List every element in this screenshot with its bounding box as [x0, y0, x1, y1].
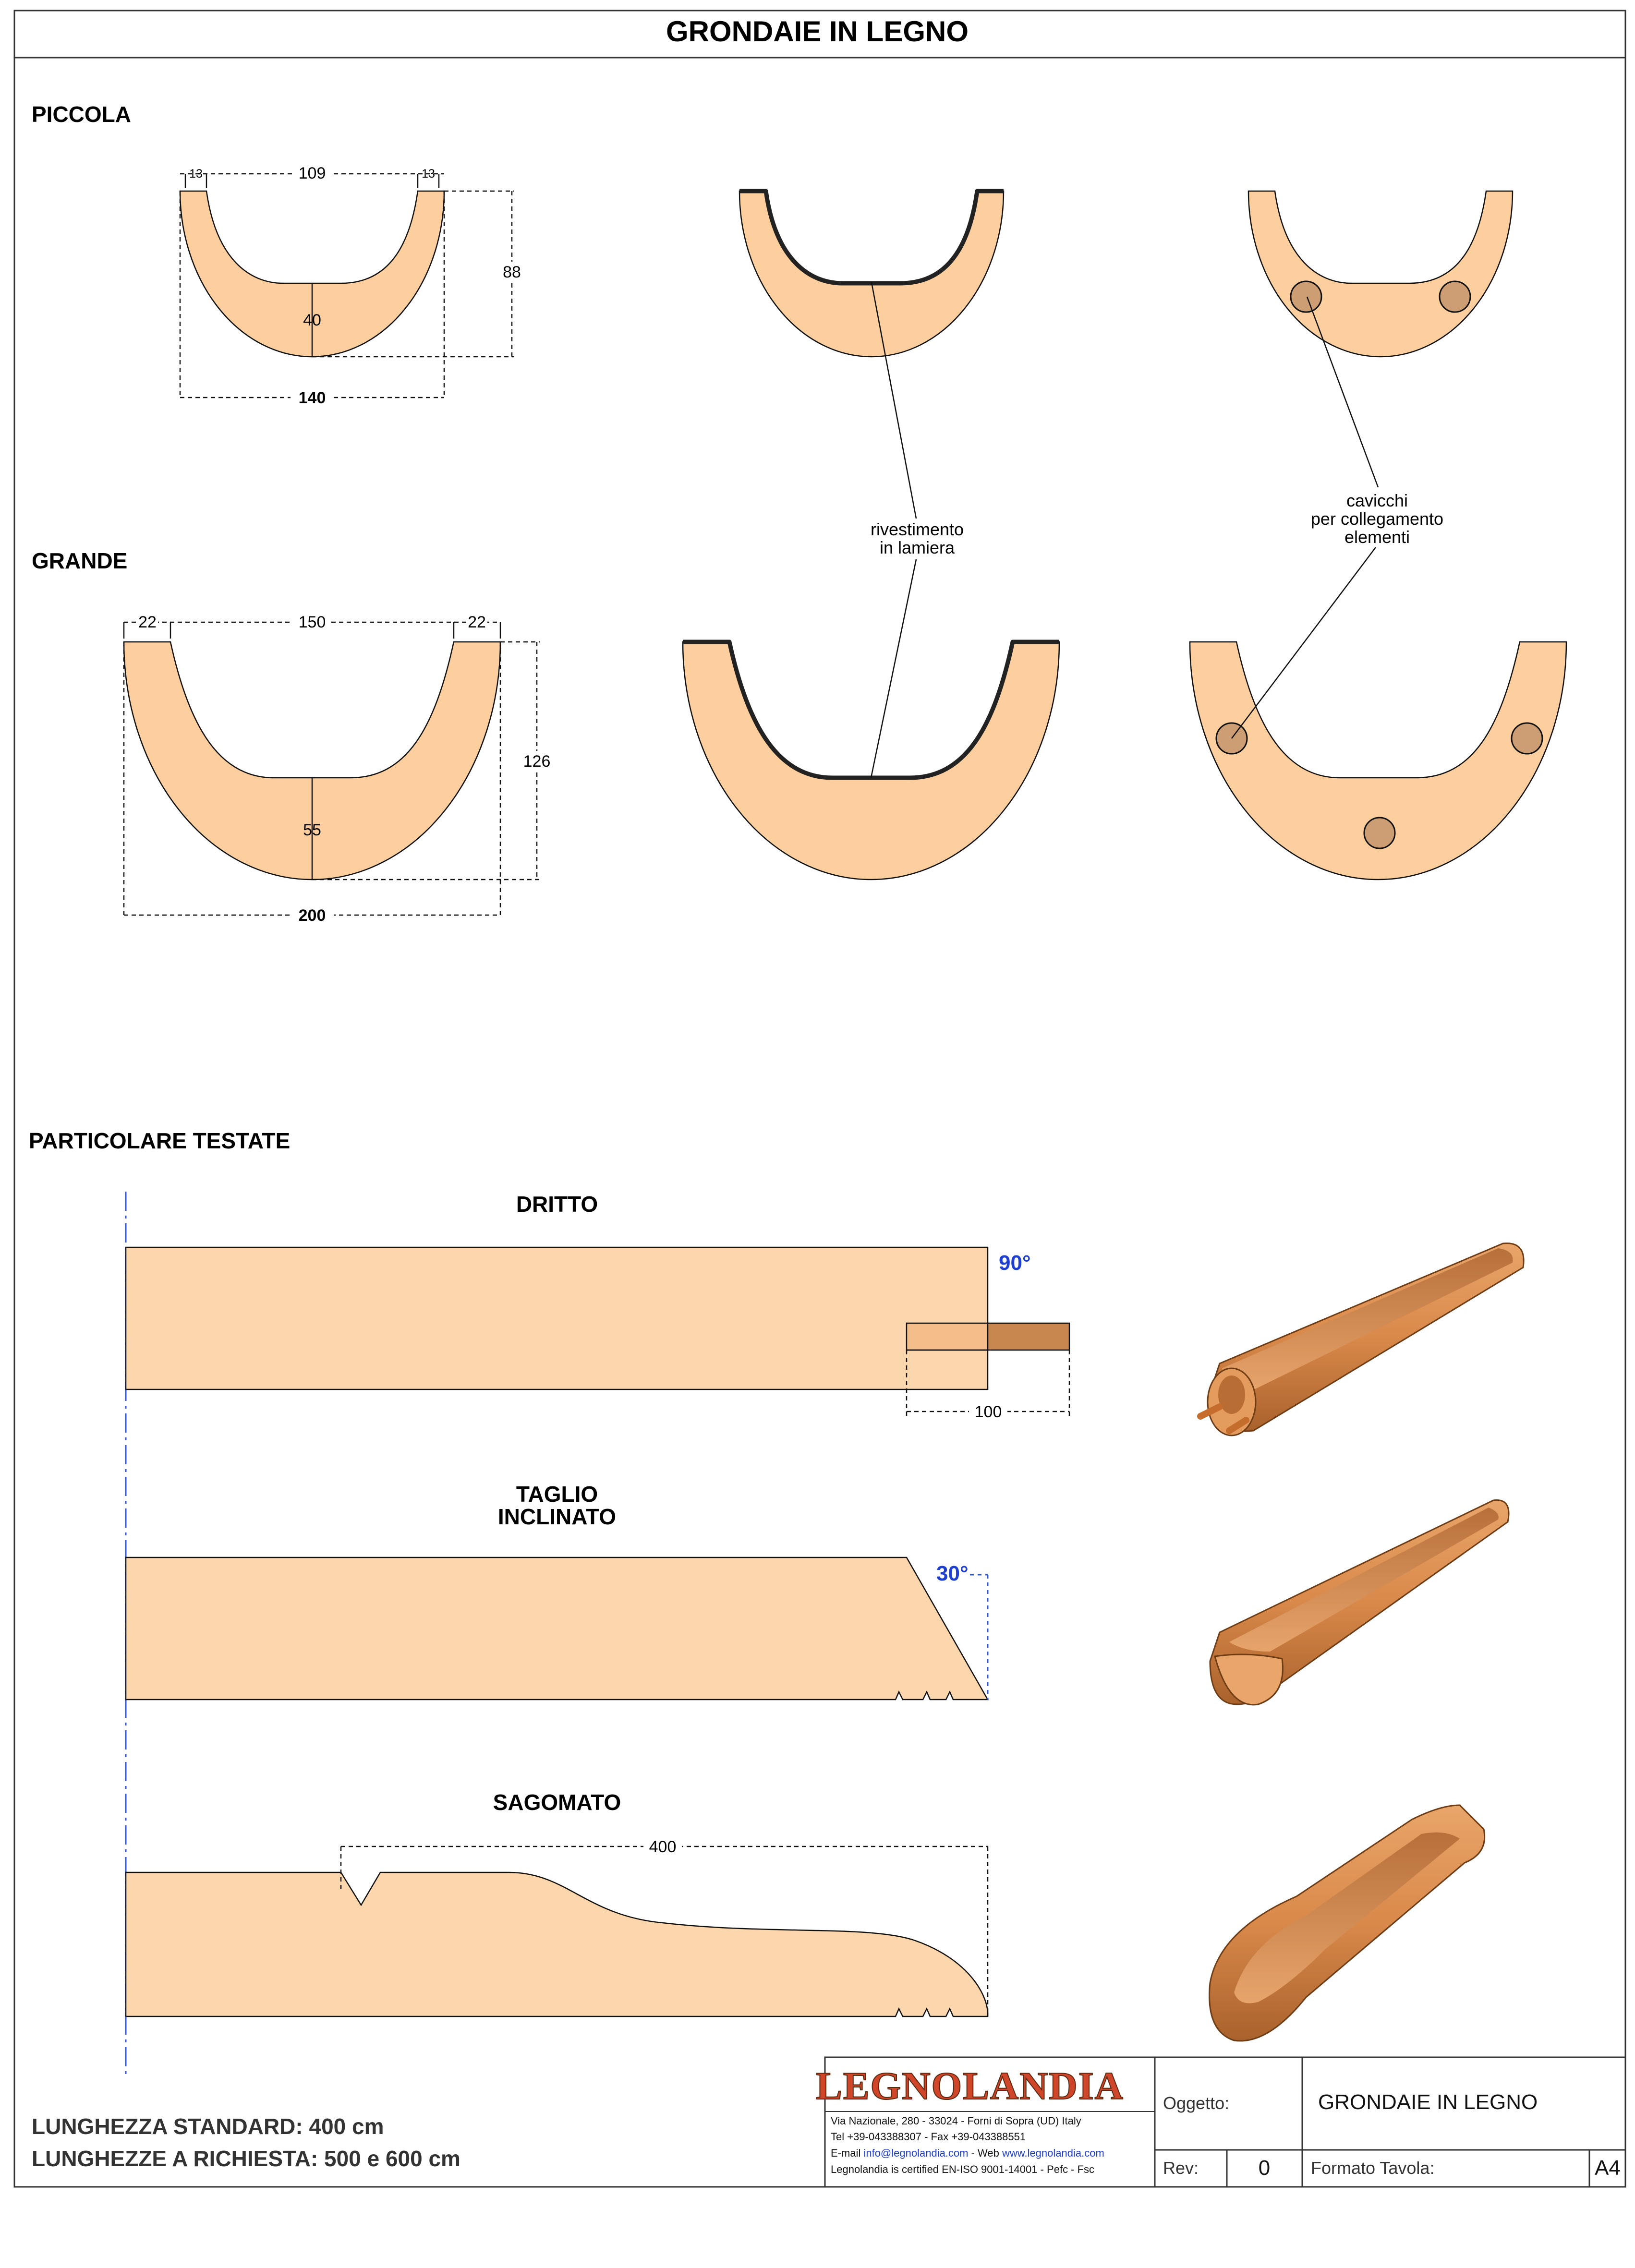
- sagomato-3d-render: [1209, 1804, 1486, 2042]
- grande-profile-lamiera: [682, 639, 1060, 881]
- page-title: GRONDAIE IN LEGNO: [666, 15, 969, 48]
- email-prefix: E-mail: [831, 2147, 863, 2159]
- sagomato-dim: 400: [649, 1838, 677, 1856]
- dritto-dim: 100: [975, 1403, 1002, 1421]
- piccola-inner-dim: 109: [299, 164, 326, 182]
- dritto-profile: 100 90°: [125, 1246, 1070, 1421]
- lamiera-leader-bottom: [870, 559, 917, 778]
- company-address: Via Nazionale, 280 - 33024 - Forni di So…: [831, 2115, 1081, 2127]
- section-grande: GRANDE: [32, 548, 127, 573]
- piccola-lip-right-dim: 13: [422, 167, 435, 181]
- dritto-tenon: [987, 1322, 1070, 1351]
- callout-cavicchi-line3: elementi: [1344, 527, 1410, 547]
- section-piccola: PICCOLA: [32, 102, 131, 127]
- rev-label: Rev:: [1163, 2158, 1199, 2178]
- company-certification: Legnolandia is certified EN-ISO 9001-140…: [831, 2163, 1094, 2175]
- footer-custom-length: LUNGHEZZE A RICHIESTA: 500 e 600 cm: [32, 2146, 460, 2171]
- grande-thickness-dim: 55: [303, 821, 321, 839]
- sagomato-title: SAGOMATO: [493, 1790, 621, 1815]
- piccola-profile-shape: [179, 190, 445, 358]
- callout-lamiera-line1: rivestimento: [871, 519, 964, 539]
- grande-lip-right-dim: 22: [468, 613, 486, 631]
- oggetto-value: GRONDAIE IN LEGNO: [1318, 2090, 1538, 2114]
- piccola-height-dim: 88: [503, 263, 521, 281]
- piccola-lip-left-dim: 13: [189, 167, 203, 181]
- taglio-title-line2: INCLINATO: [498, 1504, 616, 1529]
- grande-width-dim: 200: [299, 906, 326, 925]
- formato-value: A4: [1595, 2156, 1621, 2180]
- piccola-width-dim: 140: [299, 389, 326, 407]
- sagomato-profile: 400: [125, 1837, 989, 2017]
- company-phone: Tel +39-043388307 - Fax +39-043388551: [831, 2131, 1026, 2143]
- rev-value: 0: [1259, 2156, 1270, 2180]
- web-link[interactable]: www.legnolandia.com: [1002, 2147, 1104, 2159]
- taglio-profile: 30°: [125, 1556, 989, 1701]
- cavicchi-leader-top: [1306, 296, 1379, 488]
- taglio-3d-render: [1209, 1499, 1510, 1706]
- email-link[interactable]: info@legnolandia.com: [863, 2147, 968, 2159]
- grande-peg-bottom: [1363, 817, 1396, 849]
- dritto-angle: 90°: [999, 1251, 1031, 1275]
- piccola-thickness-dim: 40: [303, 311, 321, 329]
- company-logo: LEGNOLANDIA: [816, 2064, 1124, 2108]
- page-frame: [13, 10, 1626, 2188]
- title-block: LEGNOLANDIA Via Nazionale, 280 - 33024 -…: [815, 2056, 1626, 2188]
- callout-cavicchi-line1: cavicchi: [1346, 491, 1408, 510]
- cavicchi-leader-bottom: [1231, 547, 1376, 739]
- oggetto-label: Oggetto:: [1163, 2093, 1229, 2113]
- dritto-joint-overlap: [906, 1322, 989, 1351]
- grande-profile-cavicchi: [1189, 641, 1567, 881]
- dritto-body: [125, 1246, 989, 1390]
- grande-lip-left-dim: 22: [138, 613, 157, 631]
- grande-profile-shape: [123, 641, 501, 881]
- piccola-peg-right: [1439, 280, 1471, 313]
- grande-peg-right: [1511, 722, 1543, 755]
- grande-height-dim: 126: [523, 752, 551, 771]
- piccola-peg-left: [1290, 280, 1322, 313]
- formato-label: Formato Tavola:: [1311, 2158, 1434, 2178]
- grande-profile-dimensioned: 22 150 22 126 55 200: [123, 612, 552, 925]
- dritto-title: DRITTO: [516, 1192, 598, 1217]
- sagomato-body: [125, 1871, 989, 2017]
- company-contact: E-mail info@legnolandia.com - Web www.le…: [831, 2147, 1104, 2159]
- callout-lamiera-line2: in lamiera: [880, 538, 955, 557]
- taglio-angle: 30°: [936, 1562, 969, 1585]
- piccola-profile-cavicchi: [1247, 190, 1514, 358]
- callout-cavicchi-line2: per collegamento: [1311, 509, 1443, 529]
- web-prefix: - Web: [968, 2147, 1002, 2159]
- taglio-body: [125, 1556, 989, 1701]
- footer-standard-length: LUNGHEZZA STANDARD: 400 cm: [32, 2114, 384, 2139]
- piccola-profile-dimensioned: 13 109 13 88 40 140: [179, 163, 524, 407]
- taglio-title-line1: TAGLIO: [516, 1482, 598, 1507]
- section-testate: PARTICOLARE TESTATE: [29, 1128, 290, 1153]
- grande-inner-dim: 150: [299, 613, 326, 631]
- lamiera-leader-top: [871, 282, 917, 519]
- piccola-profile-lamiera: [739, 189, 1005, 358]
- dritto-3d-render: [1197, 1243, 1525, 1436]
